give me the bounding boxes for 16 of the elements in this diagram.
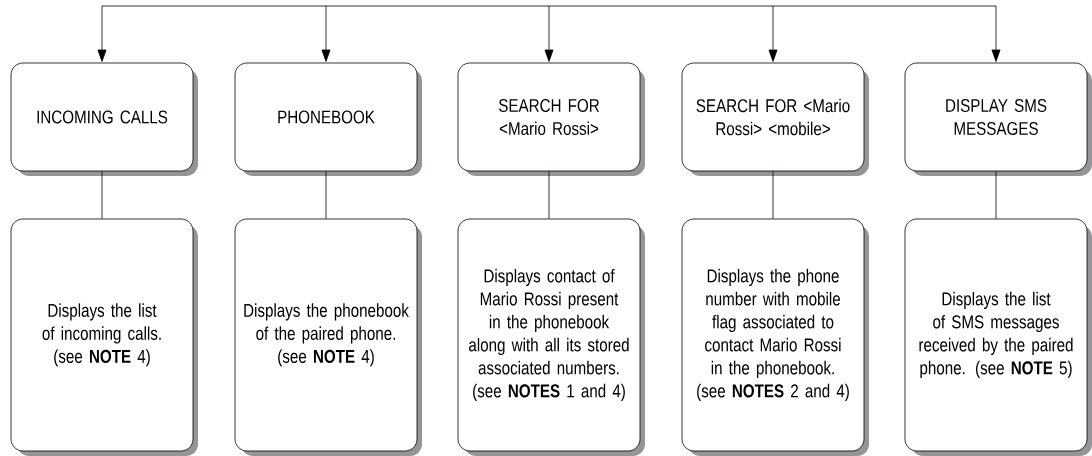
description-box: Displays contact of Mario Rossi present in the phonebook along with all its stored associated numbers. (see NOTES 1 and 4) [457,218,645,456]
heading-box: PHONEBOOK [234,62,422,176]
arrow [97,5,107,62]
heading-box: SEARCH FOR <Mario Rossi> [457,62,645,176]
heading-box: SEARCH FOR <Mario Rossi> <mobile> [681,62,869,176]
description-box: Displays the list of SMS messages received by the paired phone. (see NOTE 5) [904,218,1092,456]
arrow [544,5,554,62]
description-box: Displays the phone number with mobile flag associated to contact Mario Rossi in the phonebook. (see NOTES 2 and 4) [681,218,869,456]
arrow [321,5,331,62]
description-box: Displays the list of incoming calls. (see NOTE 4) [10,218,198,456]
arrow [768,5,778,62]
arrow [991,5,1001,62]
heading-box: DISPLAY SMS MESSAGES [904,62,1092,176]
bus-line [101,5,997,7]
description-box: Displays the phonebook of the paired phone. (see NOTE 4) [234,218,422,456]
heading-box: INCOMING CALLS [10,62,198,176]
